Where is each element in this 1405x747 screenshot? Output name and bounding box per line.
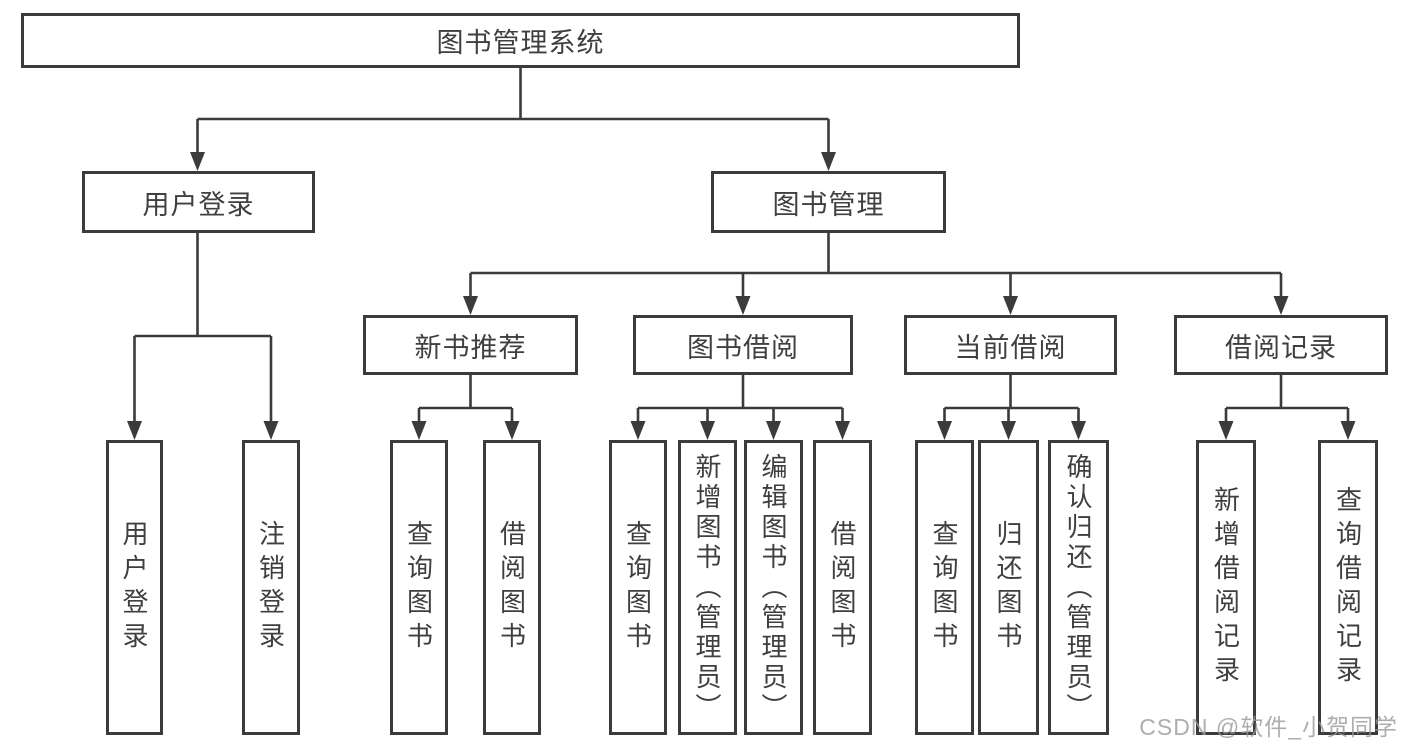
node-leaf-user-login: 用户登录 — [106, 440, 163, 735]
node-leaf-add-borrow-record: 新增借阅记录 — [1196, 440, 1256, 735]
node-borrow-records: 借阅记录 — [1174, 315, 1388, 375]
node-leaf-query-books-recommend: 查询图书 — [390, 440, 448, 735]
node-leaf-edit-books-admin: 编辑图书（管理员） — [744, 440, 803, 735]
node-book-borrow: 图书借阅 — [633, 315, 853, 375]
leaf-label: 查询借阅记录 — [1332, 485, 1363, 690]
node-leaf-add-books-admin: 新增图书（管理员） — [678, 440, 737, 735]
leaf-label: 注销登录 — [255, 519, 286, 656]
leaf-label: 查询图书 — [929, 519, 959, 656]
node-leaf-borrow-books: 借阅图书 — [813, 440, 872, 735]
node-leaf-query-books-current: 查询图书 — [915, 440, 974, 735]
leaf-label: 查询图书 — [622, 519, 653, 656]
node-leaf-borrow-books-recommend: 借阅图书 — [483, 440, 541, 735]
node-current-borrow: 当前借阅 — [904, 315, 1117, 375]
node-user-login: 用户登录 — [82, 171, 315, 233]
node-leaf-query-books-borrow: 查询图书 — [609, 440, 667, 735]
leaf-label: 查询图书 — [403, 519, 434, 656]
node-root-system: 图书管理系统 — [21, 13, 1020, 68]
leaf-label: 用户登录 — [119, 519, 149, 656]
leaf-label: 新增图书（管理员） — [692, 452, 722, 723]
node-leaf-confirm-return-admin: 确认归还（管理员） — [1048, 440, 1109, 735]
node-leaf-return-books: 归还图书 — [978, 440, 1039, 735]
leaf-label: 编辑图书（管理员） — [758, 452, 788, 723]
node-leaf-query-borrow-record: 查询借阅记录 — [1318, 440, 1378, 735]
node-book-management: 图书管理 — [711, 171, 946, 233]
leaf-label: 归还图书 — [993, 519, 1023, 656]
leaf-label: 新增借阅记录 — [1210, 485, 1241, 690]
leaf-label: 借阅图书 — [496, 519, 527, 656]
leaf-label: 借阅图书 — [827, 519, 857, 656]
csdn-watermark: CSDN @软件_小贺同学 — [1139, 714, 1398, 740]
node-leaf-logout: 注销登录 — [242, 440, 300, 735]
node-new-book-recommend: 新书推荐 — [363, 315, 578, 375]
leaf-label: 确认归还（管理员） — [1063, 452, 1093, 723]
